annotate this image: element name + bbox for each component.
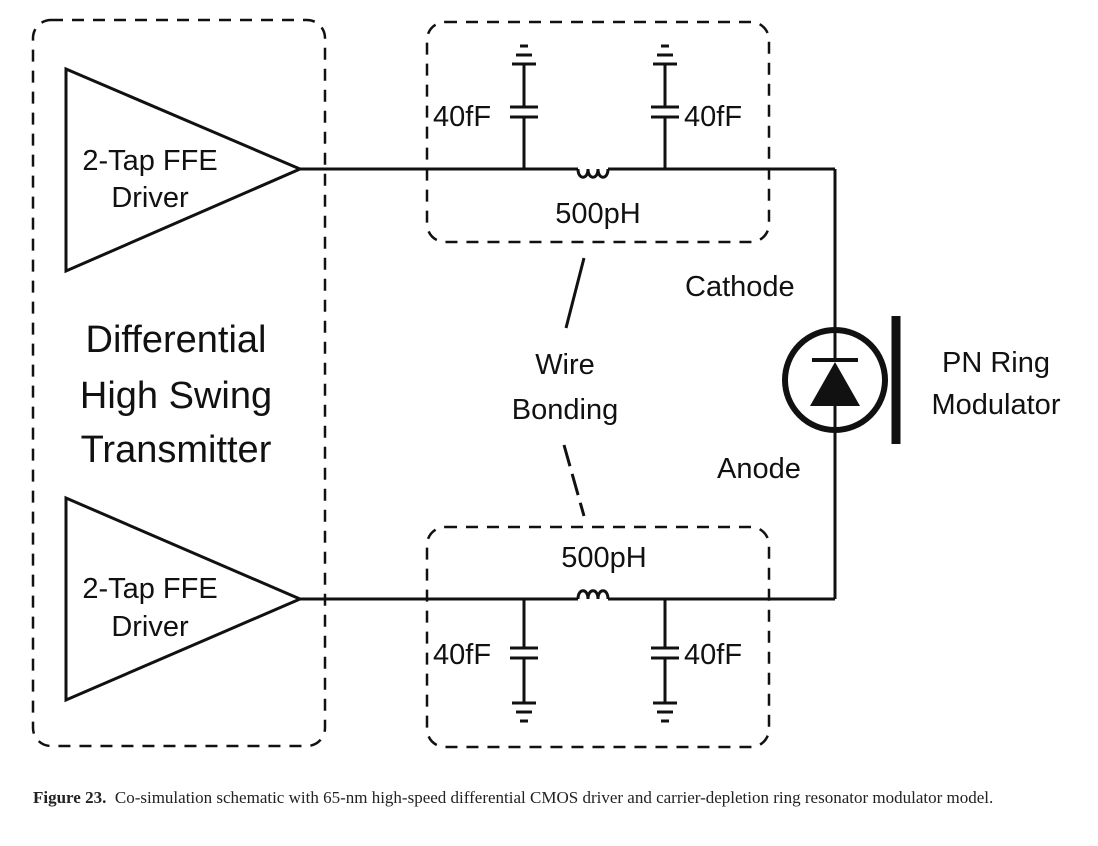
transmitter-box bbox=[31, 18, 327, 748]
driver-bottom-label-line2: Driver bbox=[111, 611, 189, 643]
schematic-diagram: 2-Tap FFE Driver 2-Tap FFE Driver Differ… bbox=[31, 18, 1061, 749]
driver-bottom-triangle bbox=[64, 495, 304, 703]
inductor-bottom-label: 500pH bbox=[561, 542, 646, 574]
cap-bottom-left bbox=[510, 599, 538, 723]
driver-top-label-line1: 2-Tap FFE bbox=[82, 145, 217, 177]
transmitter-label-line1: Differential bbox=[86, 319, 267, 361]
wirebond-box-top bbox=[425, 20, 771, 244]
modulator-label-line2: Modulator bbox=[932, 389, 1061, 421]
cap-top-right bbox=[651, 44, 679, 169]
transmitter-label-line2: High Swing bbox=[80, 375, 272, 417]
cap-top-right-label: 40fF bbox=[684, 101, 742, 133]
inductor-top-label: 500pH bbox=[555, 198, 640, 230]
driver-top-triangle bbox=[64, 66, 304, 274]
figure-caption-text: Co-simulation schematic with 65-nm high-… bbox=[114, 788, 994, 807]
figure-number: Figure 23. bbox=[33, 788, 107, 807]
wire-bonding-pointer-bottom bbox=[562, 444, 586, 517]
bottom-signal-wire bbox=[300, 430, 837, 601]
cap-top-left-label: 40fF bbox=[433, 101, 491, 133]
wire-bonding-label-line1: Wire bbox=[535, 349, 595, 381]
driver-bottom-label-line1: 2-Tap FFE bbox=[82, 573, 217, 605]
cap-bottom-right-label: 40fF bbox=[684, 639, 742, 671]
driver-top-label-line2: Driver bbox=[111, 182, 189, 214]
modulator-label-line1: PN Ring bbox=[942, 347, 1050, 379]
wire-bonding-label-line2: Bonding bbox=[512, 394, 618, 426]
transmitter-label-line3: Transmitter bbox=[81, 429, 272, 471]
figure-caption: Figure 23. Co-simulation schematic with … bbox=[33, 786, 1073, 810]
cap-bottom-left-label: 40fF bbox=[433, 639, 491, 671]
wire-bonding-pointer-top bbox=[564, 257, 586, 329]
top-signal-wire bbox=[300, 167, 837, 330]
ring-modulator-diode-symbol bbox=[782, 316, 901, 444]
anode-label: Anode bbox=[717, 453, 801, 485]
cap-top-left bbox=[510, 44, 538, 169]
cap-bottom-right bbox=[651, 599, 679, 723]
cathode-label: Cathode bbox=[685, 271, 795, 303]
wirebond-box-bottom bbox=[425, 525, 771, 749]
